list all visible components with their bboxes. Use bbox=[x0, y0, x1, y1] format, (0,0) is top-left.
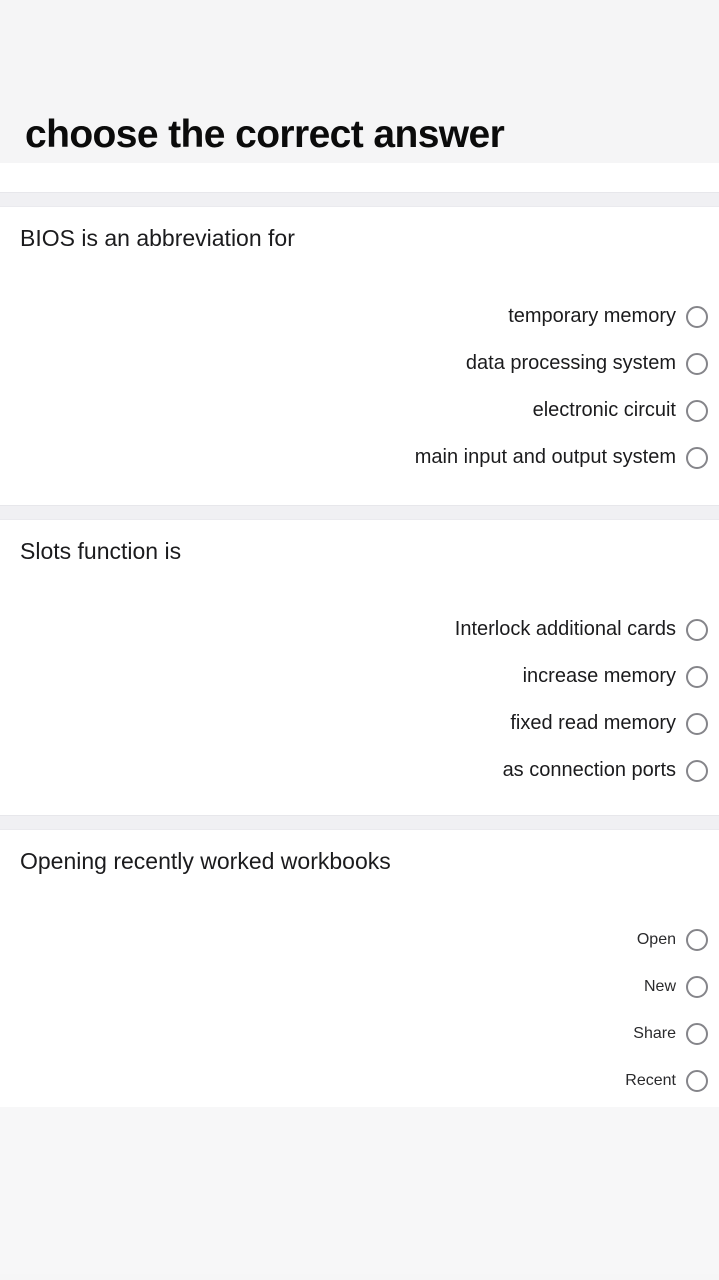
option-label: as connection ports bbox=[502, 759, 676, 781]
question-prompt: Opening recently worked workbooks bbox=[20, 848, 391, 874]
question-section-bios: BIOS is an abbreviation for temporary me… bbox=[0, 207, 719, 505]
option-row[interactable]: Open bbox=[0, 916, 719, 963]
options-list: Open New Share Recent bbox=[0, 916, 719, 1104]
page-title: choose the correct answer bbox=[25, 113, 505, 156]
option-row[interactable]: increase memory bbox=[0, 653, 719, 700]
option-label: Recent bbox=[625, 1071, 676, 1089]
option-row[interactable]: New bbox=[0, 963, 719, 1010]
radio-button[interactable] bbox=[686, 352, 708, 375]
radio-button[interactable] bbox=[686, 446, 708, 469]
radio-button[interactable] bbox=[686, 618, 708, 641]
option-row[interactable]: fixed read memory bbox=[0, 700, 719, 747]
radio-button[interactable] bbox=[686, 928, 708, 951]
section-divider bbox=[0, 505, 719, 520]
option-row[interactable]: data processing system bbox=[0, 340, 719, 387]
page-footer bbox=[0, 1107, 719, 1274]
header-gap bbox=[0, 163, 719, 192]
section-divider bbox=[0, 815, 719, 830]
page-header: choose the correct answer bbox=[0, 0, 719, 163]
question-section-workbooks: Opening recently worked workbooks Open N… bbox=[0, 830, 719, 1107]
radio-button[interactable] bbox=[686, 759, 708, 782]
option-label: increase memory bbox=[522, 665, 676, 687]
radio-button[interactable] bbox=[686, 1022, 708, 1045]
section-divider bbox=[0, 192, 719, 207]
radio-button[interactable] bbox=[686, 712, 708, 735]
radio-button[interactable] bbox=[686, 975, 708, 998]
option-row[interactable]: main input and output system bbox=[0, 434, 719, 481]
option-row[interactable]: Recent bbox=[0, 1057, 719, 1104]
option-row[interactable]: as connection ports bbox=[0, 747, 719, 794]
radio-button[interactable] bbox=[686, 665, 708, 688]
option-label: fixed read memory bbox=[510, 712, 676, 734]
option-row[interactable]: temporary memory bbox=[0, 293, 719, 340]
option-label: Interlock additional cards bbox=[454, 618, 676, 640]
option-label: temporary memory bbox=[508, 305, 676, 327]
options-list: Interlock additional cards increase memo… bbox=[0, 606, 719, 794]
option-label: New bbox=[643, 977, 676, 995]
option-row[interactable]: electronic circuit bbox=[0, 387, 719, 434]
option-label: data processing system bbox=[465, 352, 676, 374]
option-label: Open bbox=[636, 930, 676, 948]
option-label: main input and output system bbox=[414, 446, 676, 468]
radio-button[interactable] bbox=[686, 399, 708, 422]
option-label: Share bbox=[633, 1024, 676, 1042]
question-section-slots: Slots function is Interlock additional c… bbox=[0, 520, 719, 815]
question-prompt: BIOS is an abbreviation for bbox=[20, 225, 295, 251]
option-row[interactable]: Share bbox=[0, 1010, 719, 1057]
radio-button[interactable] bbox=[686, 305, 708, 328]
question-prompt: Slots function is bbox=[20, 538, 182, 564]
option-row[interactable]: Interlock additional cards bbox=[0, 606, 719, 653]
radio-button[interactable] bbox=[686, 1069, 708, 1092]
option-label: electronic circuit bbox=[532, 399, 676, 421]
options-list: temporary memory data processing system … bbox=[0, 293, 719, 481]
